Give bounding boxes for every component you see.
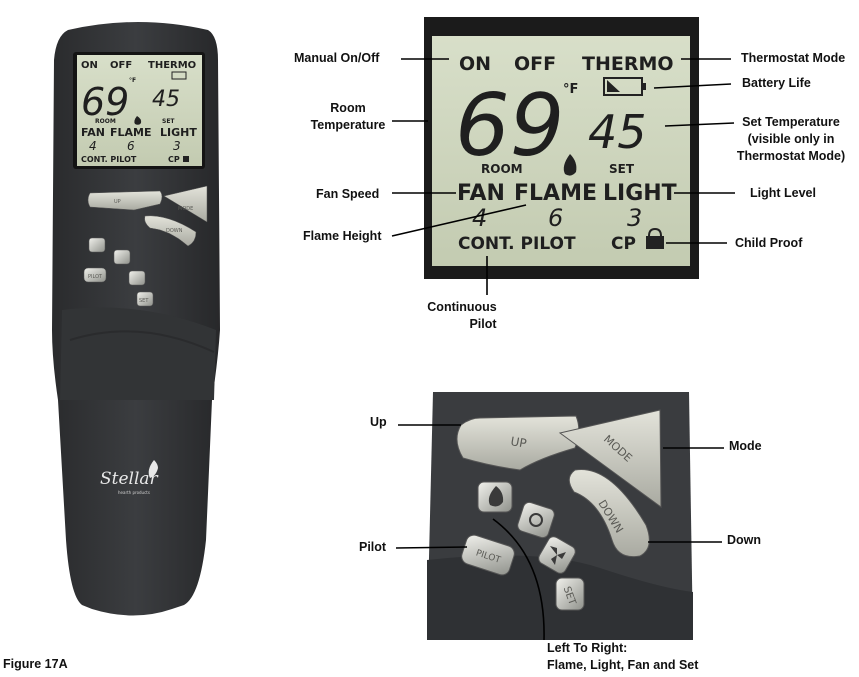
small-down-button[interactable]: [144, 215, 197, 247]
line-flame-height: [391, 204, 527, 237]
small-flame-icon: [134, 116, 142, 125]
line-left-to-right: [492, 518, 545, 641]
label-battery-life: Battery Life: [742, 76, 811, 90]
small-cp: CP: [168, 155, 180, 164]
small-fan-value: 4: [89, 139, 97, 153]
remote-sleeve-curve: [69, 330, 215, 353]
small-mode-label: MODE: [178, 206, 193, 212]
small-thermo-text: THERMO: [148, 60, 196, 71]
small-cont-pilot: CONT. PILOT: [81, 155, 137, 164]
label-set-temperature-1: Set Temperature: [742, 115, 840, 129]
small-room-label: ROOM: [95, 118, 116, 125]
label-room-temperature-1: Room: [330, 101, 366, 115]
brand-tagline: hearth products: [118, 490, 150, 495]
label-left-to-right-2: Flame, Light, Fan and Set: [547, 658, 699, 672]
small-light-value: 3: [173, 139, 181, 153]
closeup-light-button[interactable]: [516, 501, 556, 539]
label-down: Down: [727, 533, 762, 547]
line-set-temperature: [664, 122, 735, 127]
label-light-level: Light Level: [750, 186, 816, 200]
lcd-degree-unit-room: °F: [563, 82, 578, 97]
brand-flame-icon: [148, 460, 158, 478]
lcd-screen: [432, 36, 690, 266]
label-left-to-right-1: Left To Right:: [547, 641, 628, 655]
label-thermostat-mode: Thermostat Mode: [741, 51, 846, 65]
line-pilot: [395, 546, 468, 549]
lcd-battery-icon: [603, 77, 646, 96]
lcd-flame-label: FLAME: [514, 181, 597, 206]
label-pilot: Pilot: [359, 540, 387, 554]
lcd-thermo-text: THERMO: [582, 53, 674, 75]
lcd-set-temp: 45: [588, 105, 647, 159]
lcd-lock-icon: [646, 227, 664, 249]
label-child-proof: Child Proof: [735, 236, 803, 250]
lcd-fan-label: FAN: [457, 181, 505, 206]
small-light-label: LIGHT: [160, 126, 197, 139]
remote-full-view: ON OFF THERMO 69 45 °F ROOM SET FAN FLAM…: [52, 22, 220, 616]
lcd-light-label: LIGHT: [603, 181, 677, 206]
lcd-room-label: ROOM: [481, 162, 523, 176]
closeup-up-button[interactable]: [456, 415, 580, 471]
label-continuous-pilot-2: Pilot: [469, 317, 497, 331]
small-flame-value: 6: [127, 139, 135, 153]
label-set-temperature-2: (visible only in: [747, 132, 835, 146]
small-set-label: SET: [162, 118, 175, 125]
lcd-flame-icon: [563, 154, 577, 176]
label-continuous-pilot-1: Continuous: [427, 300, 497, 314]
closeup-set-button[interactable]: [555, 577, 585, 611]
brand-logo-text: Stellar: [100, 469, 159, 489]
small-battery-icon: [171, 71, 187, 80]
small-fan-button[interactable]: [128, 270, 146, 286]
label-room-temperature-2: Temperature: [310, 118, 386, 132]
line-battery-life: [653, 83, 732, 89]
small-up-label: UP: [114, 199, 121, 205]
closeup-fan-icon: [550, 546, 566, 565]
lcd-closeup: ON OFF THERMO °F 69 45 ROOM SET FAN FLAM…: [424, 17, 699, 279]
lcd-room-temp: 69: [455, 76, 564, 176]
label-fan-speed: Fan Speed: [316, 187, 380, 201]
small-up-button[interactable]: [87, 190, 163, 211]
lcd-set-label: SET: [609, 162, 635, 176]
small-flame-label: FLAME: [110, 126, 152, 139]
closeup-down-button[interactable]: [568, 468, 650, 558]
closeup-mode-button[interactable]: [558, 409, 662, 508]
small-set-button[interactable]: [136, 291, 154, 307]
small-off-text: OFF: [110, 60, 132, 71]
callout-lines: [391, 58, 735, 641]
small-degree-unit: °F: [129, 77, 136, 84]
small-lock-icon: [183, 156, 189, 162]
label-set-temperature-3: Thermostat Mode): [736, 149, 846, 163]
small-light-button[interactable]: [113, 249, 131, 265]
closeup-up-label: UP: [509, 434, 527, 451]
label-flame-height: Flame Height: [303, 229, 382, 243]
lcd-on-text: ON: [459, 53, 491, 75]
small-pilot-button[interactable]: [83, 267, 107, 283]
small-mode-button[interactable]: [163, 185, 208, 223]
label-up: Up: [370, 415, 387, 429]
lcd-off-text: OFF: [514, 53, 556, 75]
small-pilot-label: PILOT: [88, 274, 103, 280]
small-room-temp: 69: [81, 80, 129, 124]
lcd-cont-pilot: CONT. PILOT: [458, 234, 576, 254]
small-on-text: ON: [81, 60, 98, 71]
label-mode: Mode: [729, 439, 762, 453]
label-manual-on-off: Manual On/Off: [294, 51, 380, 65]
lcd-light-value: 3: [627, 204, 642, 232]
lcd-fan-value: 4: [472, 204, 487, 232]
small-flame-button[interactable]: [88, 237, 106, 253]
remote-lcd-screen: [77, 55, 202, 166]
small-set-temp: 45: [152, 87, 180, 112]
small-down-label: DOWN: [166, 228, 183, 234]
figure-caption: Figure 17A: [3, 657, 68, 671]
buttons-closeup: UP MODE DOWN SET PILOT: [427, 392, 693, 640]
remote-lower-sleeve: [60, 307, 216, 400]
lcd-cp: CP: [611, 234, 636, 254]
small-fan-label: FAN: [81, 126, 105, 139]
lcd-flame-value: 6: [548, 204, 563, 232]
closeup-light-icon: [529, 513, 543, 527]
closeup-flame-icon: [488, 486, 504, 507]
small-set-label: SET: [139, 298, 149, 304]
